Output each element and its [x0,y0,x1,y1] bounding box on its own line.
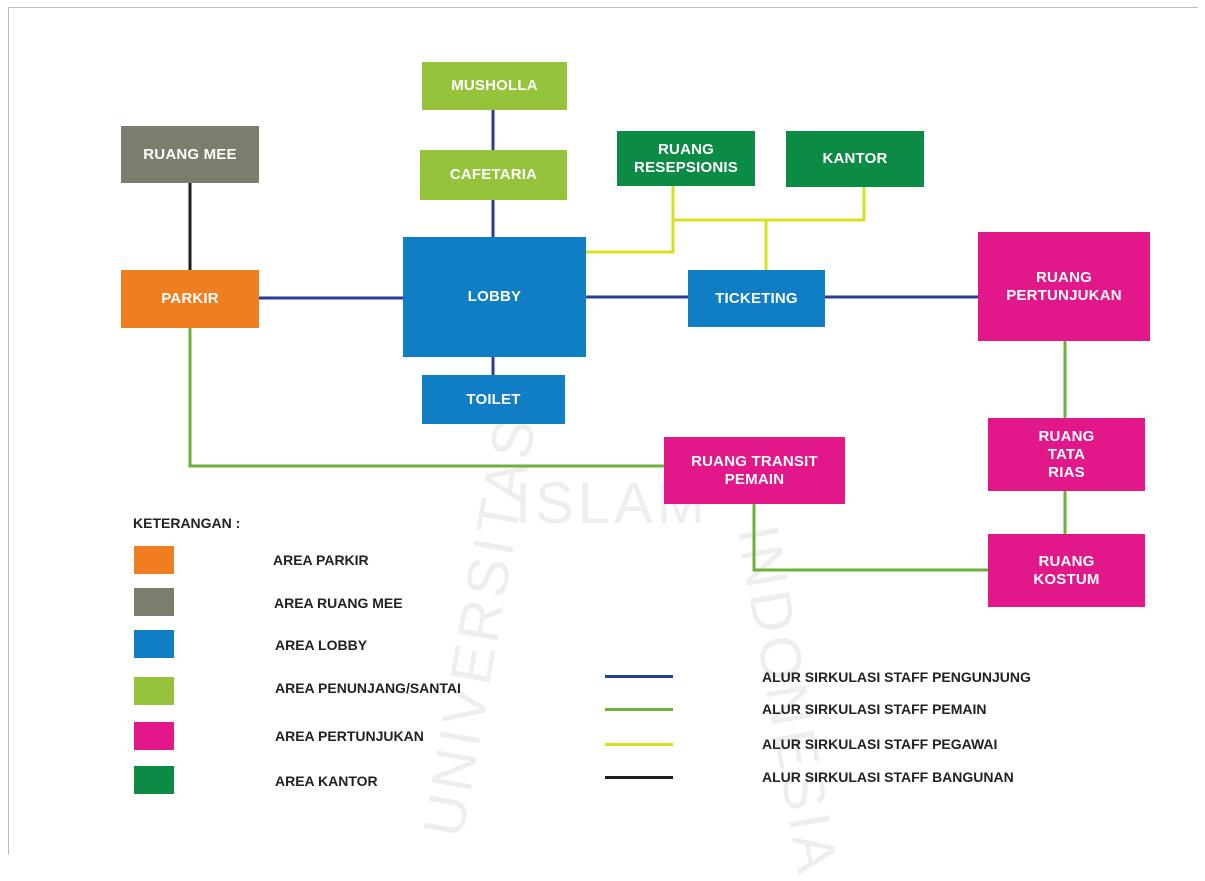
legend-swatch-penunjang [134,677,174,705]
node-ruang-kostum: RUANG KOSTUM [988,534,1145,607]
node-parkir: PARKIR [121,270,259,328]
node-kantor: KANTOR [786,131,924,187]
legend-label-mee: AREA RUANG MEE [274,595,403,611]
legend-label-kantor: AREA KANTOR [275,773,378,789]
legend-swatch-kantor [134,766,174,794]
legend-swatch-lobby [134,630,174,658]
node-ruang-mee: RUANG MEE [121,126,259,183]
legend-line-label-pegawai: ALUR SIRKULASI STAFF PEGAWAI [762,736,998,752]
legend-label-lobby: AREA LOBBY [275,637,368,653]
legend-line-label-pengunjung: ALUR SIRKULASI STAFF PENGUNJUNG [762,669,1031,685]
node-ticketing: TICKETING [688,270,825,327]
legend-label-pertunjukan: AREA PERTUNJUKAN [275,728,424,744]
legend-line-pemain [605,708,673,711]
line-parkir-transit [188,328,667,468]
legend-line-pegawai [605,743,673,746]
legend-swatch-parkir [134,546,174,574]
legend-label-penunjang: AREA PENUNJANG/SANTAI [275,680,461,696]
connection-lines [188,110,1067,572]
node-toilet: TOILET [422,375,565,424]
legend-swatch-pertunjukan [134,722,174,750]
node-lobby: LOBBY [403,237,586,357]
frame-top-border [8,7,1198,8]
legend-line-bangunan [605,776,673,779]
legend-title: KETERANGAN : [133,515,241,531]
legend-line-label-pemain: ALUR SIRKULASI STAFF PEMAIN [762,701,987,717]
line-transit-kostum [752,504,988,572]
frame-left-border [8,7,9,855]
line-lobby-office [586,187,866,254]
diagram-canvas: ISLAM INDONESIA UNIVERSITAS MUSHOLLA CAF… [8,7,1198,881]
node-ruang-resepsionis: RUANG RESEPSIONIS [617,131,755,186]
node-cafetaria: CAFETARIA [420,150,567,200]
node-ruang-pertunjukan: RUANG PERTUNJUKAN [978,232,1150,341]
legend-swatch-mee [134,588,174,616]
node-musholla: MUSHOLLA [422,62,567,110]
node-ruang-tata-rias: RUANG TATA RIAS [988,418,1145,491]
legend-line-pengunjung [605,675,673,678]
legend-line-label-bangunan: ALUR SIRKULASI STAFF BANGUNAN [762,769,1014,785]
legend-label-parkir: AREA PARKIR [273,552,369,568]
node-ruang-transit: RUANG TRANSIT PEMAIN [664,437,845,504]
